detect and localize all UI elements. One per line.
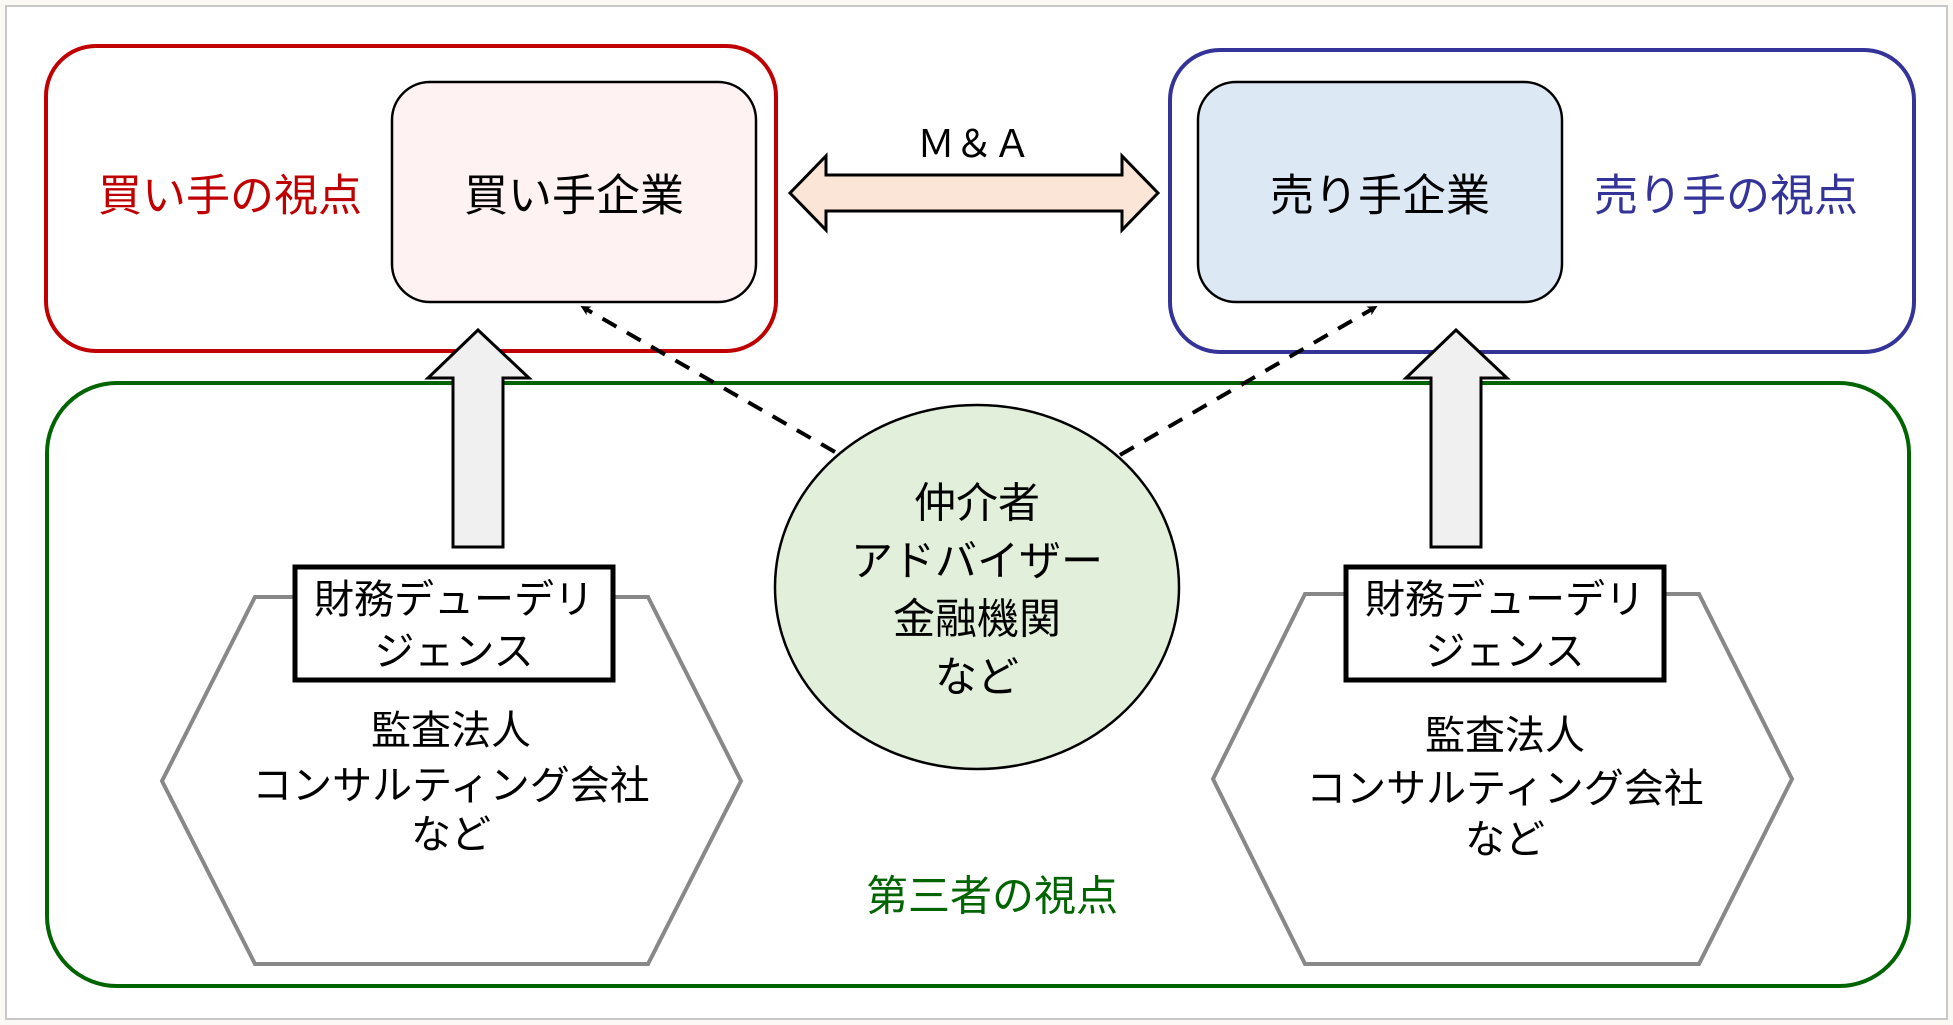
right-badge-line-2: ジェンス <box>1425 629 1584 675</box>
buyer-company-label: 買い手企業 <box>464 171 684 222</box>
right-advisor-hexagon <box>1210 592 1795 966</box>
left-group-line-2: コンサルティング会社 <box>252 763 650 809</box>
right-up-arrow <box>1402 327 1511 549</box>
right-due-diligence-badge <box>1343 564 1667 683</box>
intermediary-to-buyer-dashed-arrow <box>580 306 836 454</box>
intermediary-line-3: 金融機関 <box>893 595 1061 644</box>
left-up-arrow <box>424 327 533 549</box>
m-and-a-label: Ｍ＆Ａ <box>917 122 1031 166</box>
right-badge-line-1: 財務デューデリ <box>1365 577 1645 623</box>
third-party-region <box>45 381 1911 988</box>
buyer-perspective-label: 買い手の視点 <box>98 171 362 222</box>
m-and-a-double-arrow <box>787 152 1161 234</box>
left-advisor-hexagon <box>159 595 744 966</box>
left-group-line-1: 監査法人 <box>371 708 531 754</box>
third-party-perspective-label: 第三者の視点 <box>866 872 1118 921</box>
intermediary-to-seller-dashed-arrow <box>1118 305 1378 457</box>
left-due-diligence-badge <box>292 564 616 683</box>
buyer-company-box <box>390 80 758 304</box>
left-group-line-3: など <box>411 812 491 858</box>
seller-company-label: 売り手企業 <box>1270 171 1490 222</box>
intermediary-line-4: など <box>935 653 1019 702</box>
intermediary-line-1: 仲介者 <box>914 479 1040 528</box>
left-badge-line-1: 財務デューデリ <box>314 577 594 623</box>
seller-perspective-label: 売り手の視点 <box>1594 171 1858 222</box>
right-group-line-3: など <box>1465 817 1545 863</box>
right-group-line-2: コンサルティング会社 <box>1306 766 1704 812</box>
intermediary-line-2: アドバイザー <box>851 537 1103 586</box>
seller-company-box <box>1196 80 1564 304</box>
left-badge-line-2: ジェンス <box>374 629 533 675</box>
right-group-line-1: 監査法人 <box>1425 713 1585 759</box>
intermediary-ellipse <box>773 403 1181 771</box>
